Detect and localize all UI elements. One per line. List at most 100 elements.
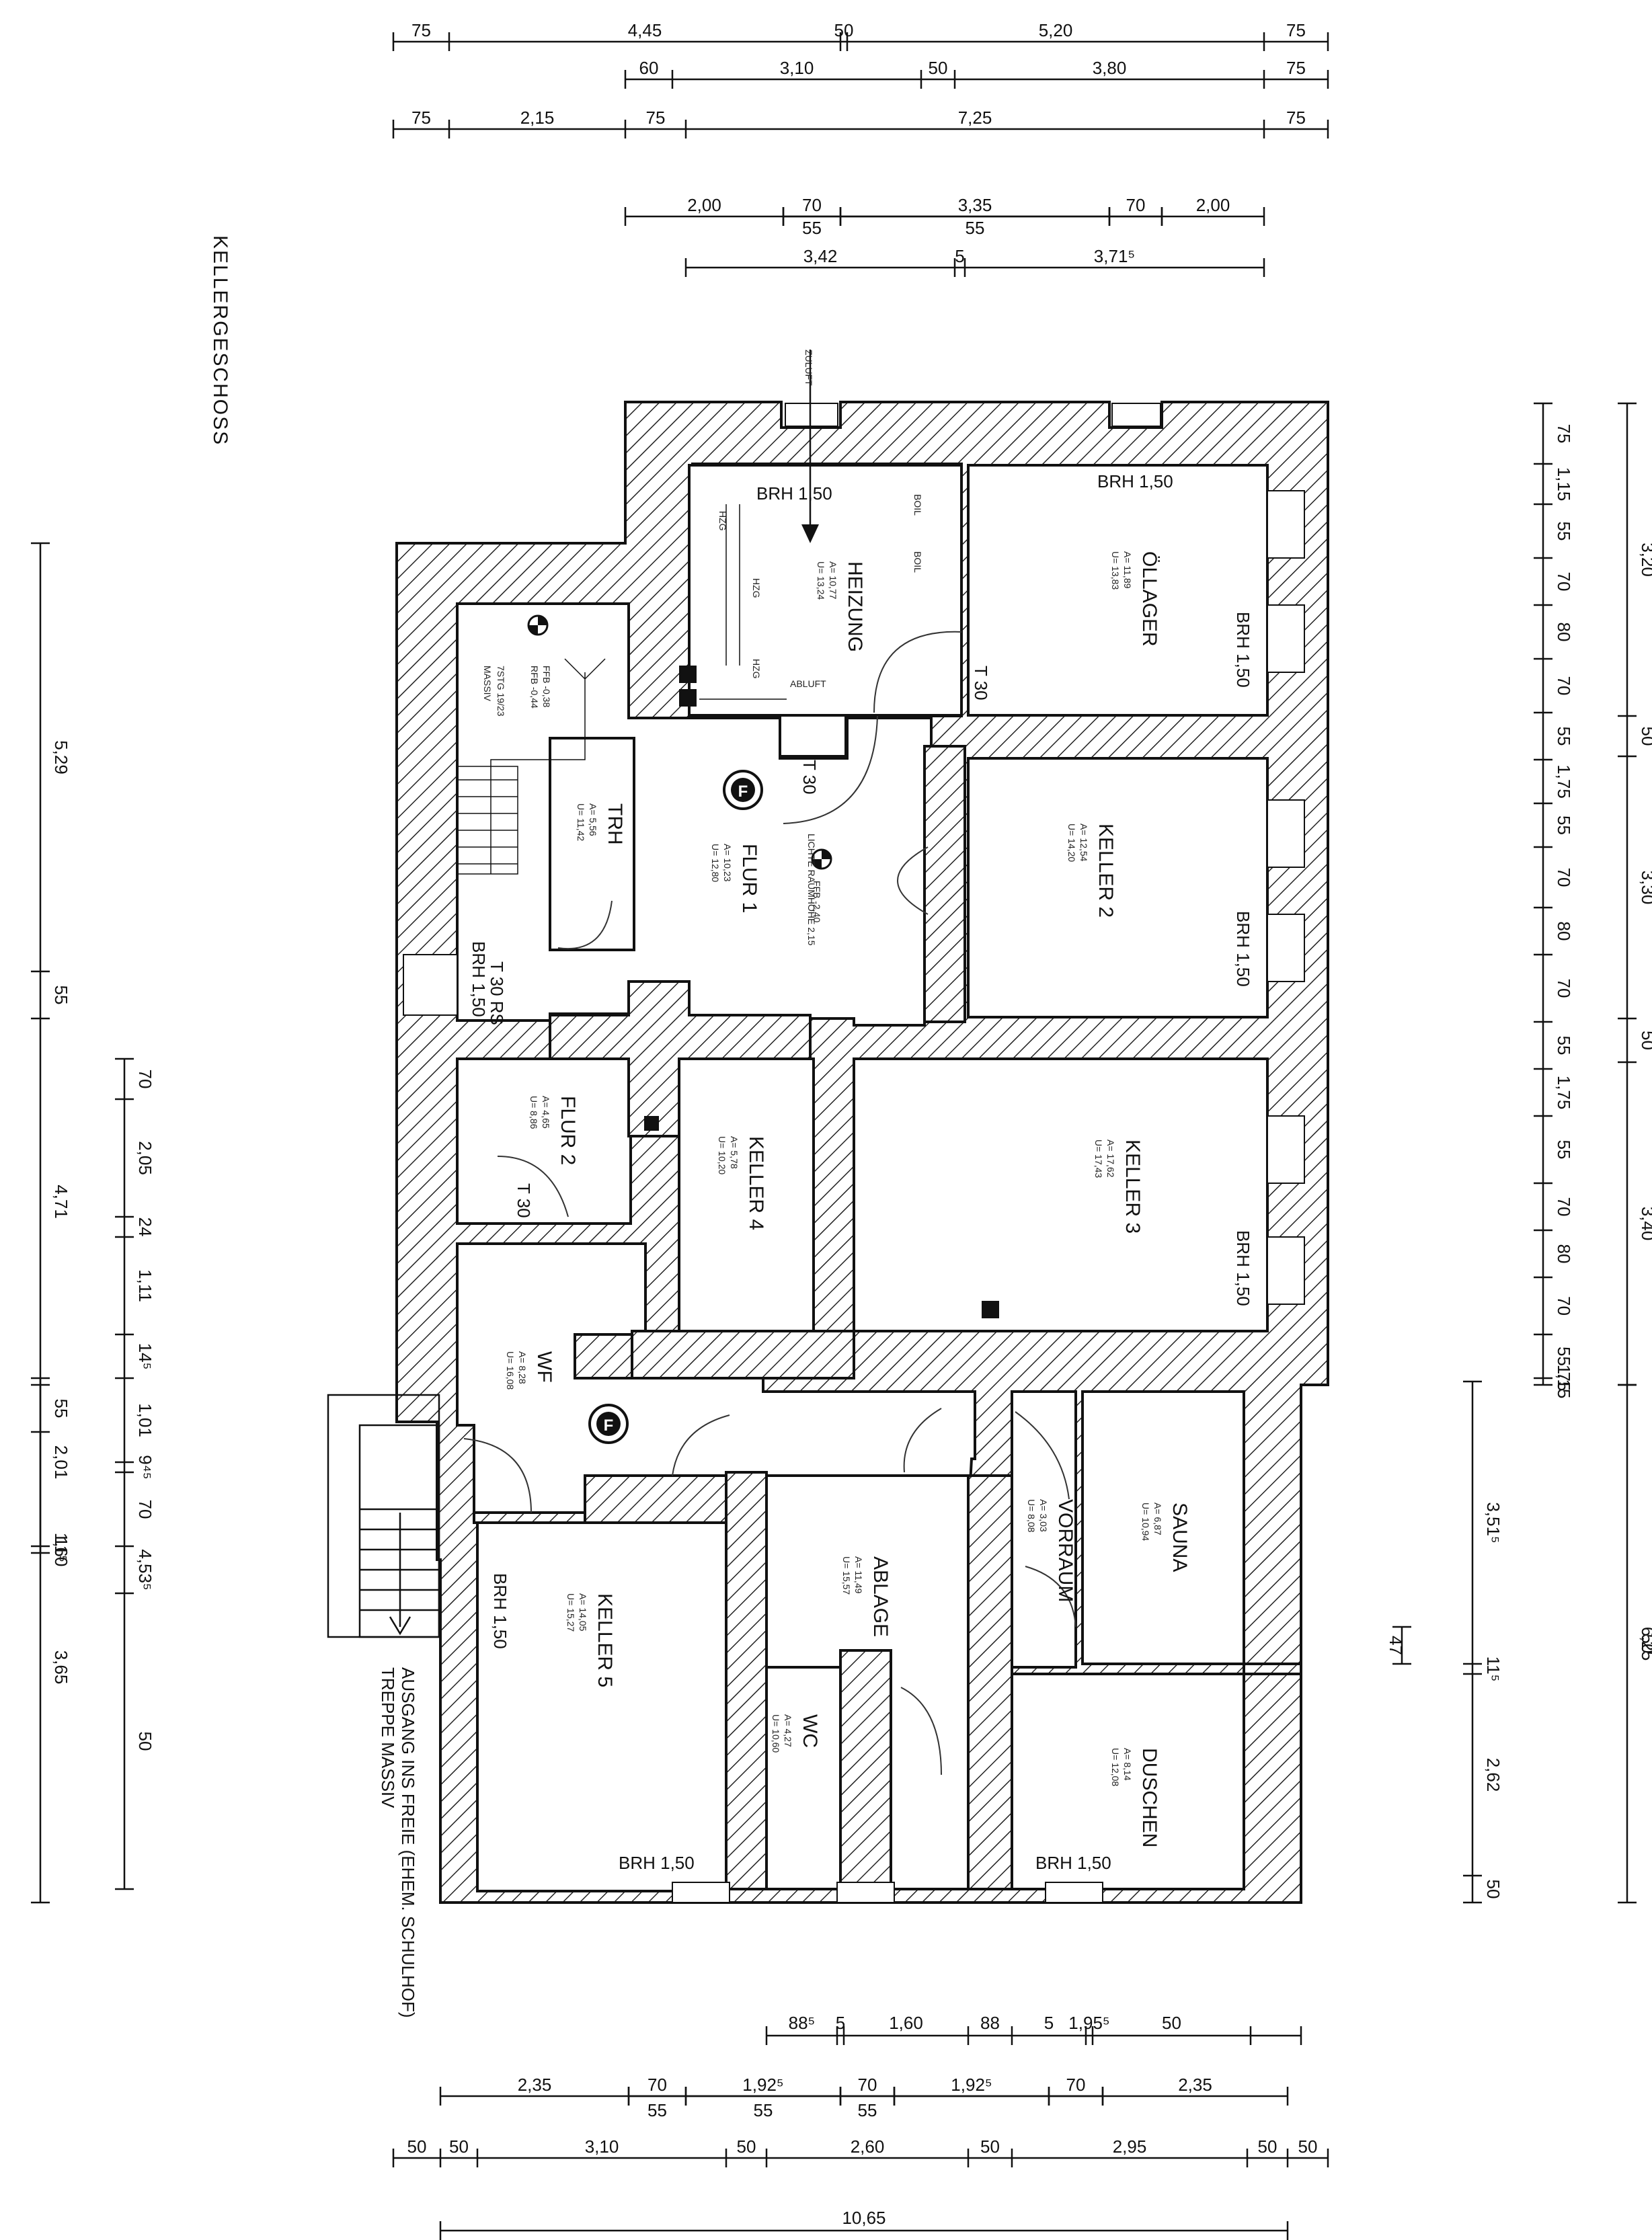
lichte-label: LICHTE RAUMHÖHE 2,15 (806, 834, 818, 946)
room-area: A= 8,14 (1122, 1748, 1133, 1781)
dim-label: 70 (1126, 195, 1146, 215)
room-name: TRH (604, 803, 626, 845)
dim-label: 50 (1638, 727, 1652, 746)
dim-label: 2,95 (1113, 2136, 1147, 2157)
room-area: A= 3,03 (1038, 1499, 1049, 1532)
dim-label: 70 (647, 2075, 667, 2095)
labels: ZULUFT ABLUFT BRH 1,50 BRH 1,50 BRH 1,50… (469, 350, 1253, 1873)
room-name: KELLER 5 (594, 1593, 616, 1687)
room-name: KELLER 2 (1095, 824, 1117, 918)
dim-label: 55 (1554, 815, 1574, 835)
dim-label: 75 (1286, 58, 1306, 78)
dim-label: 3,40 (1638, 1207, 1652, 1241)
dim-label: 9⁴⁵ (135, 1455, 155, 1479)
room-name: ABLAGE (869, 1556, 892, 1637)
room-keller5 (476, 1521, 727, 1892)
dim-label: 55 (858, 2100, 877, 2120)
dim-label: 80 (1554, 1244, 1574, 1264)
dim-chain-right5: 47 (1386, 1626, 1411, 1665)
dim-label: 55 (1554, 1140, 1574, 1160)
stairs-inner (457, 658, 606, 875)
fire-extinguisher-icon: F (588, 1404, 629, 1444)
dim-label: 80 (1554, 623, 1574, 642)
t30-flur1: T 30 (799, 760, 820, 795)
ffb-flur-label: FFB -2,40 (812, 881, 822, 922)
dim-label: 5 (1044, 2013, 1054, 2033)
dim-label: 1,11 (135, 1269, 155, 1302)
dim-label: 4,45 (628, 20, 662, 40)
room-duschen (1011, 1673, 1245, 1890)
dim-label: 2,35 (1178, 2075, 1212, 2095)
dim-label: 50 (980, 2136, 1000, 2157)
brh-oellager-side: BRH 1,50 (1233, 612, 1253, 688)
room-area: A= 17,62 (1105, 1139, 1116, 1178)
room-area: A= 11,89 (1122, 551, 1133, 589)
room-perimeter: U= 13,83 (1110, 551, 1121, 590)
dim-label: 75 (1286, 108, 1306, 128)
exit-stair (327, 1394, 440, 1638)
room-name: KELLER 3 (1122, 1139, 1144, 1234)
dim-label: 24 (135, 1217, 155, 1237)
dim-label: 11⁵ (1483, 1656, 1503, 1682)
room-perimeter: U= 13,24 (816, 561, 826, 600)
dim-label: 88⁵ (789, 2013, 816, 2033)
room-perimeter: U= 8,86 (528, 1096, 539, 1129)
room-name: WC (799, 1714, 821, 1748)
dim-label: 2,00 (1196, 195, 1230, 215)
room-area: A= 10,77 (828, 561, 838, 600)
dim-label: 1,60 (889, 2013, 923, 2033)
dim-label: 75 (411, 108, 431, 128)
room-keller2 (967, 757, 1269, 1018)
dim-label: 70 (1554, 1197, 1574, 1217)
ffb-stair-1: FFB -0,38 (541, 666, 552, 707)
exit-note-1: AUSGANG INS FREIE (EHEM. SCHULHOF) (398, 1667, 418, 2018)
dim-label: 70 (802, 195, 822, 215)
dim-label: 50 (1638, 1634, 1652, 1654)
dim-label: 88 (980, 2013, 1000, 2033)
dim-label: 50 (834, 20, 854, 40)
room-perimeter: U= 12,08 (1110, 1748, 1121, 1786)
dim-label: 47 (1386, 1636, 1406, 1655)
dim-label: 3,20 (1638, 543, 1652, 577)
room-area: A= 8,28 (517, 1351, 528, 1384)
dim-label: 70 (1554, 676, 1574, 696)
room-oellager (967, 464, 1269, 717)
room-label-8: KELLER 3A= 17,62U= 17,43 (1093, 1139, 1144, 1234)
room-perimeter: U= 10,94 (1140, 1503, 1151, 1541)
doors (463, 631, 1076, 1775)
dim-label: 2,60 (851, 2136, 885, 2157)
abluft-label: ABLUFT (790, 678, 826, 689)
dim-chain-bot4: 10,65 (439, 2208, 1289, 2240)
room-label-10: KELLER 5A= 14,05U= 15,27 (565, 1593, 616, 1687)
room-perimeter: U= 10,60 (771, 1714, 781, 1753)
dim-label: 80 (1554, 922, 1574, 941)
room-label-12: WCA= 4,27U= 10,60 (771, 1714, 821, 1753)
dim-label: 55 (1554, 1036, 1574, 1055)
dim-label: 1,75 (1554, 1076, 1574, 1110)
room-perimeter: U= 15,27 (565, 1593, 576, 1632)
room-label-9: WFA= 8,28U= 16,08 (505, 1351, 555, 1390)
boil-label-2: BOIL (912, 551, 923, 573)
room-perimeter: U= 14,20 (1066, 824, 1077, 862)
hzg-label-1: HZG (717, 511, 728, 531)
dim-label: 50 (1638, 1031, 1652, 1050)
dim-label: 5,29 (51, 740, 71, 774)
dim-label: 70 (1554, 572, 1574, 592)
room-area: A= 5,56 (588, 803, 598, 836)
hzg-label-2: HZG (751, 578, 762, 598)
brh-flur1: BRH 1,50 (469, 941, 489, 1017)
brh-oellager: BRH 1,50 (1097, 471, 1173, 491)
svg-text:F: F (738, 783, 748, 801)
dim-label: 5 (955, 246, 964, 266)
dim-label: 4,71 (51, 1185, 71, 1219)
